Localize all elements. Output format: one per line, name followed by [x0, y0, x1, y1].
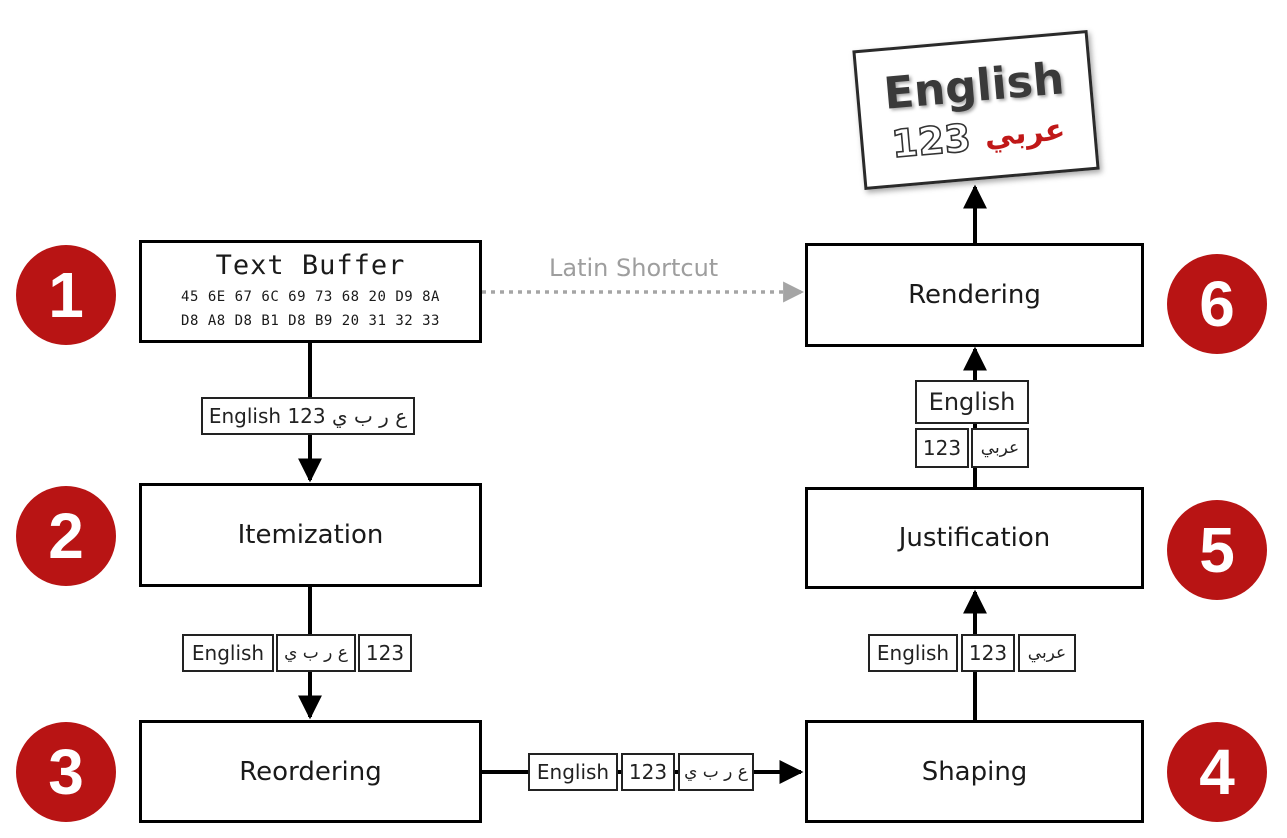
chip-line2-number: 123: [915, 428, 969, 468]
text-buffer-title: Text Buffer: [215, 250, 406, 281]
shaping-box: Shaping: [805, 720, 1144, 823]
reordering-label: Reordering: [239, 756, 382, 787]
itemization-label: Itemization: [237, 520, 384, 550]
chip-shaped-english: English: [868, 634, 958, 672]
step-6-badge: 6: [1167, 254, 1267, 354]
rendered-arabic-text: عربي: [983, 111, 1067, 154]
rendering-box: Rendering: [805, 243, 1144, 347]
step-3-badge: 3: [16, 722, 116, 822]
justification-label: Justification: [898, 523, 1051, 553]
chip-reorder-english: English: [528, 753, 618, 791]
reordering-box: Reordering: [139, 720, 482, 823]
step-1-badge: 1: [16, 245, 116, 345]
chip-shaped-number: 123: [961, 634, 1015, 672]
chip-line2-arabic: عربي: [971, 428, 1029, 468]
chip-item-english: English: [182, 634, 274, 672]
rendered-number-text: 123: [889, 115, 973, 167]
chip-buffer-run: English ع ر ب ي 123: [201, 397, 415, 435]
itemization-box: Itemization: [139, 483, 482, 587]
rendered-output-card: English 123 عربي: [852, 29, 1100, 191]
chip-reorder-arabic: ع ر ب ي: [678, 753, 754, 791]
chip-line1-english: English: [915, 380, 1029, 424]
hex-row-2: D8 A8 D8 B1 D8 B9 20 31 32 33: [181, 313, 440, 329]
latin-shortcut-label: Latin Shortcut: [549, 254, 719, 282]
step-2-badge: 2: [16, 486, 116, 586]
chip-item-number: 123: [358, 634, 412, 672]
hex-row-1: 45 6E 67 6C 69 73 68 20 D9 8A: [181, 289, 440, 305]
step-4-badge: 4: [1167, 722, 1267, 822]
shaping-label: Shaping: [921, 756, 1028, 787]
step-5-badge: 5: [1167, 500, 1267, 600]
chip-reorder-number: 123: [621, 753, 675, 791]
chip-shaped-arabic: عربي: [1018, 634, 1076, 672]
justification-box: Justification: [805, 487, 1144, 589]
chip-item-arabic: ع ر ب ي: [276, 634, 356, 672]
rendering-label: Rendering: [908, 280, 1041, 310]
text-buffer-box: Text Buffer 45 6E 67 6C 69 73 68 20 D9 8…: [139, 240, 482, 343]
